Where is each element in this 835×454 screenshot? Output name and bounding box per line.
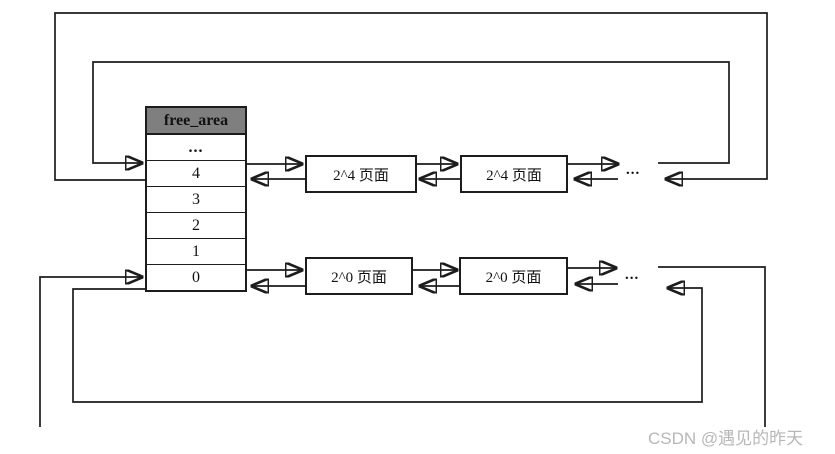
- page-node-order4-second: 2^4 页面: [460, 155, 568, 193]
- free-area-row-4: 4: [147, 161, 245, 187]
- next-return-loop-top: [92, 61, 730, 163]
- prev-loop-bottom: [72, 288, 703, 403]
- next-return-into-table0: [39, 277, 142, 427]
- free-area-table: free_area ... 4 3 2 1 0: [145, 106, 247, 292]
- next-return-line-bottom-right: [658, 266, 766, 427]
- free-area-table-header: free_area: [147, 108, 245, 135]
- page-node-order0-first: 2^0 页面: [305, 257, 413, 295]
- free-area-row-0: 0: [147, 265, 245, 290]
- free-area-row-1: 1: [147, 239, 245, 265]
- page-node-order0-second: 2^0 页面: [459, 257, 568, 295]
- free-area-row-ellipsis: ...: [147, 135, 245, 161]
- free-area-row-3: 3: [147, 187, 245, 213]
- page-node-order4-first: 2^4 页面: [305, 155, 417, 193]
- free-area-row-2: 2: [147, 213, 245, 239]
- chain-ellipsis-order4: ...: [626, 162, 641, 178]
- chain-ellipsis-order0: ...: [625, 267, 640, 283]
- watermark: CSDN @遇见的昨天: [648, 429, 804, 448]
- prev-outer-loop-top: [54, 12, 768, 180]
